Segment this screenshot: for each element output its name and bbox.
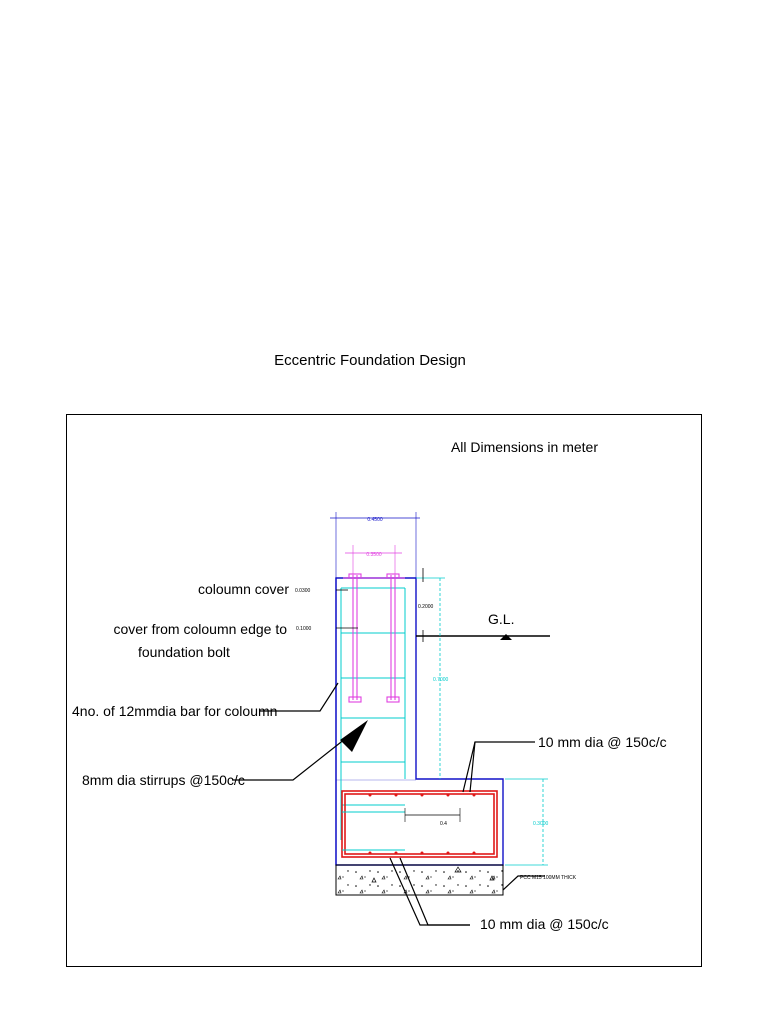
dim-footing-depth: 0.3000: [533, 821, 549, 827]
leader-lines: [232, 682, 545, 926]
cover-edge-label-2: foundation bolt: [138, 644, 230, 660]
dim-cover-edge: 0.1000: [296, 626, 312, 632]
column-reinforcement: [340, 587, 406, 840]
stirrup-arrow: [340, 720, 368, 752]
ground-level-label: G.L.: [488, 611, 514, 627]
dim-depth-below-gl: 0.7000: [433, 677, 449, 683]
top-bars-label: 10 mm dia @ 150c/c: [538, 734, 667, 750]
ground-level-line: [416, 634, 550, 640]
rebar-dots: [368, 793, 476, 855]
cover-edge-label-1: cover from coloumn edge to: [113, 621, 287, 637]
footing-rebar-cage: [341, 790, 498, 858]
pcc-label: PCC M15 100MM THICK: [520, 875, 577, 881]
column-cover-label: coloumn cover: [198, 581, 289, 597]
diagram-title: Eccentric Foundation Design: [274, 352, 466, 369]
bottom-bars-label: 10 mm dia @ 150c/c: [480, 916, 609, 932]
pcc-bed: [335, 864, 504, 896]
stirrups-label: 8mm dia stirrups @150c/c: [82, 772, 245, 788]
dim-bolt-spacing: 0.3500: [366, 552, 382, 558]
dimension-lines: [330, 512, 548, 866]
dimension-note: All Dimensions in meter: [451, 439, 598, 455]
drawing-frame: [66, 414, 702, 967]
dim-column-width: 0.4500: [367, 517, 383, 523]
column-bars-label: 4no. of 12mmdia bar for coloumn: [72, 703, 277, 719]
dim-column-cover: 0.0300: [295, 588, 311, 594]
foundation-bolts: [343, 573, 405, 703]
dim-footing-offset: 0.4: [440, 821, 447, 827]
dim-top-above-gl: 0.2000: [418, 604, 434, 610]
concrete-outline: [335, 577, 504, 866]
